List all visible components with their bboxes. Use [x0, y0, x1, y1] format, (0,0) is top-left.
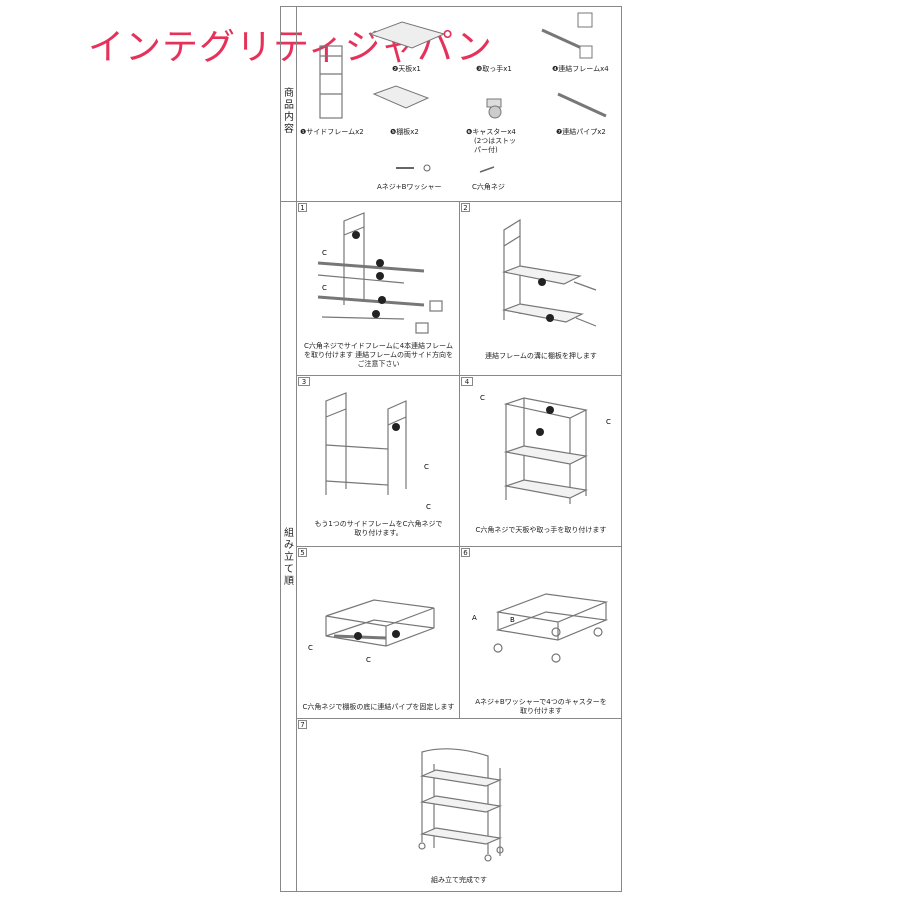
- side-frame-illustration: [319, 45, 343, 119]
- step-7-number: 7: [298, 720, 307, 729]
- contents-section-label: 商品内容: [284, 88, 294, 135]
- step-6-illustration: A B: [472, 593, 609, 663]
- step-7-caption: 組み立て完成です: [431, 876, 487, 884]
- assembly-section-label: 組み立て順: [284, 528, 294, 587]
- step-5-number: 5: [298, 548, 307, 557]
- step-6-number: 6: [461, 548, 470, 557]
- step-4-caption: C六角ネジで天板や取っ手を取り付けます: [475, 526, 607, 534]
- step-2-caption: 連結フレームの溝に棚板を押します: [485, 352, 597, 360]
- label-column-divider: [296, 6, 297, 892]
- hex-screw-illustration: [479, 166, 495, 173]
- part-caster-label: ❻キャスターx4: [466, 128, 516, 136]
- step-1-illustration: C C: [317, 212, 443, 334]
- connecting-frame-illustration: [541, 12, 593, 59]
- step-1-c-marker: C: [322, 249, 327, 257]
- part-shelf-board-label: ❺棚板x2: [390, 128, 419, 136]
- screw-c-label: C六角ネジ: [472, 183, 505, 191]
- step-2-number: 2: [461, 203, 470, 212]
- caster-note-line: パー付): [474, 146, 498, 154]
- step-4-illustration: C C: [480, 394, 611, 504]
- step-4-number: 4: [461, 377, 473, 386]
- step-1-caption: C六角ネジでサイドフレームに4本連結フレーム を取り付けます 連結フレームの両サ…: [303, 342, 453, 368]
- step-3-caption: もう1つのサイドフレームをC六角ネジで 取り付けます。: [314, 520, 443, 537]
- part-side-frame-label: ❶サイドフレームx2: [300, 128, 364, 136]
- part-top-board-label: ❷天板x1: [392, 65, 421, 73]
- caster-illustration: [486, 98, 502, 119]
- part-handle-label: ❸取っ手x1: [476, 65, 512, 73]
- step-3-number: 3: [298, 377, 310, 386]
- connecting-pipe-illustration: [557, 92, 607, 118]
- part-connecting-frame-label: ❹連結フレームx4: [552, 65, 609, 73]
- step-5-caption: C六角ネジで棚板の底に連結パイプを固定します: [302, 703, 455, 711]
- column-divider: [459, 201, 460, 718]
- step-6-caption: Aネジ+Bワッシャーで4つのキャスターを 取り付けます: [475, 698, 607, 715]
- screw-a-label: Aネジ+Bワッシャー: [377, 183, 442, 191]
- step-3-illustration: C C: [325, 392, 431, 511]
- step-6-b-marker: B: [510, 616, 515, 624]
- step-5-c-marker: C: [366, 656, 371, 664]
- top-board-illustration: [368, 21, 446, 49]
- screw-washer-illustration: [396, 164, 431, 172]
- instruction-sheet: [280, 6, 622, 892]
- step-4-c-marker: C: [606, 418, 611, 426]
- step-4-c-marker: C: [480, 394, 485, 402]
- step-1-c-marker: C: [322, 284, 327, 292]
- step-1-number: 1: [298, 203, 307, 212]
- step-5-illustration: C C: [308, 599, 435, 664]
- step-2-illustration: [501, 218, 597, 327]
- step-3-c-marker: C: [424, 463, 429, 471]
- shelf-board-illustration: [372, 85, 430, 109]
- step-5-c-marker: C: [308, 644, 313, 652]
- section-divider: [280, 201, 622, 202]
- step-6-a-marker: A: [472, 614, 477, 622]
- caster-note-line: (2つはストッ: [474, 137, 517, 145]
- step-3-c-marker: C: [426, 503, 431, 511]
- row-divider: [296, 718, 622, 719]
- part-connecting-pipe-label: ❼連結パイプx2: [556, 128, 606, 136]
- step-7-illustration: [418, 748, 504, 862]
